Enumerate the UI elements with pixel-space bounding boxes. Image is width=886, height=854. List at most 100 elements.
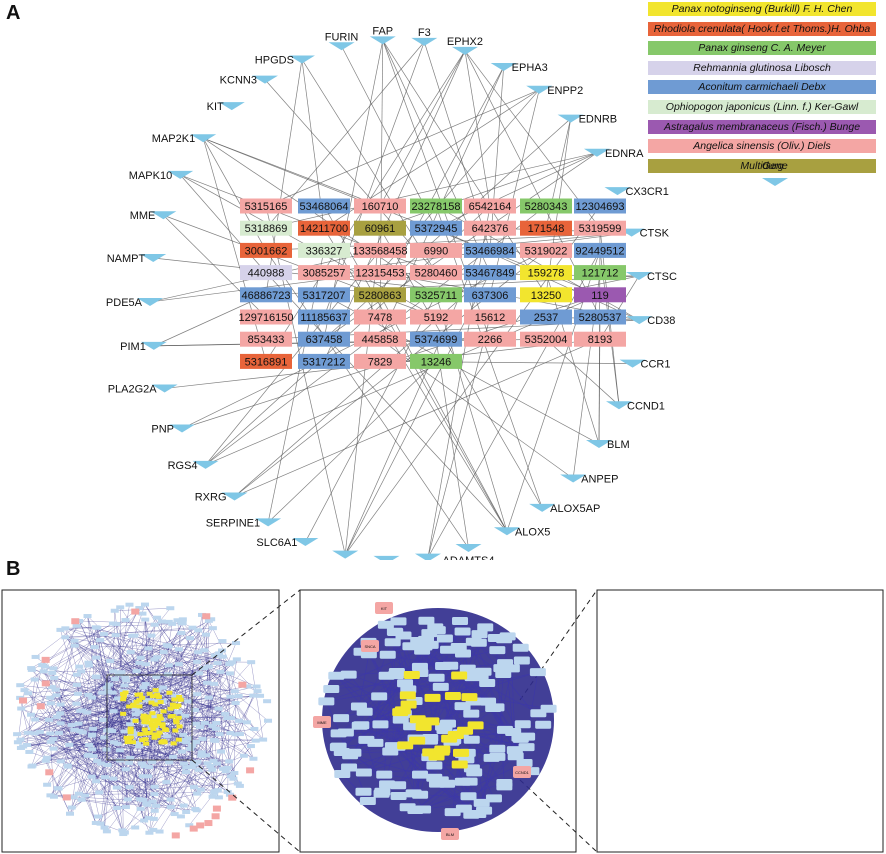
- ppi-node: [204, 664, 213, 669]
- ppi-node: [471, 630, 488, 639]
- ppi-node: [105, 682, 114, 687]
- ppi-node: [56, 721, 65, 726]
- ppi-node: [323, 684, 340, 693]
- ppi-node: [186, 747, 195, 752]
- zoom-region: [106, 674, 193, 761]
- ppi-node: [221, 711, 230, 716]
- ppi-node: [31, 717, 40, 722]
- ppi-node: [108, 690, 117, 695]
- gene-label: FURIN: [325, 31, 359, 43]
- compound-label: 3001662: [245, 245, 288, 257]
- ppi-edge: [19, 697, 28, 733]
- ppi-node: [99, 717, 108, 722]
- target-node: [19, 697, 28, 704]
- hub-node: [149, 694, 156, 699]
- compound-label: 637458: [306, 334, 343, 346]
- legend-item: Angelica sinensis (Oliv.) Diels: [648, 139, 876, 154]
- hub-node: [142, 720, 149, 725]
- gene-label: EPHA3: [512, 62, 548, 74]
- ppi-node: [87, 733, 96, 738]
- ppi-node: [153, 615, 162, 620]
- gene-legend-icon: [762, 178, 788, 186]
- ppi-node: [485, 794, 502, 803]
- ppi-node: [540, 704, 557, 713]
- ppi-node: [85, 663, 94, 668]
- ppi-edge: [175, 671, 221, 696]
- ppi-edge: [35, 625, 77, 658]
- hub-node: [157, 700, 164, 705]
- ppi-node: [208, 767, 217, 772]
- target-node: [41, 680, 50, 687]
- ppi-edge: [71, 690, 258, 808]
- legend-item: Aconitum carmichaeli Debx: [648, 80, 876, 95]
- ppi-node: [85, 743, 94, 748]
- ppi-node: [235, 783, 244, 788]
- hub-node: [159, 722, 166, 727]
- ppi-node: [149, 827, 158, 832]
- ppi-node: [17, 706, 26, 711]
- gene-label: PDE5A: [106, 297, 143, 309]
- ppi-node: [402, 642, 419, 651]
- ppi-node: [169, 754, 178, 759]
- ppi-node: [226, 731, 235, 736]
- ppi-node: [235, 732, 244, 737]
- gene-node-icon: [606, 401, 633, 410]
- gene-node-icon: [190, 134, 217, 143]
- ppi-node: [136, 655, 145, 660]
- ppi-node: [218, 639, 227, 644]
- ppi-node: [495, 670, 512, 679]
- gene-label: NAMPT: [107, 253, 146, 265]
- hub-node: [154, 721, 161, 726]
- gene-label: CTSK: [640, 228, 670, 240]
- gene-label: FAP: [372, 25, 393, 37]
- gene-node-icon: [586, 439, 613, 448]
- ppi-node: [223, 789, 232, 794]
- hub-node: [394, 706, 411, 715]
- ppi-node: [13, 732, 22, 737]
- compound-node: [240, 331, 292, 347]
- network-edge: [379, 50, 466, 207]
- ppi-node: [139, 797, 148, 802]
- ppi-node: [360, 650, 377, 659]
- ppi-node: [215, 732, 224, 737]
- ppi-node: [464, 673, 481, 682]
- ppi-node: [120, 683, 129, 688]
- compound-node: [410, 198, 462, 214]
- ppi-node: [116, 605, 125, 610]
- hub-node: [127, 730, 134, 735]
- ppi-edge: [20, 685, 170, 763]
- ppi-node: [428, 673, 445, 682]
- ppi-node: [199, 666, 208, 671]
- ppi-node: [250, 726, 259, 731]
- ppi-node: [192, 721, 201, 726]
- ppi-node: [56, 711, 65, 716]
- hub-node: [157, 716, 164, 721]
- ppi-edge: [200, 691, 258, 790]
- compound-label: 6542164: [469, 201, 512, 213]
- compound-label: 159278: [528, 268, 565, 280]
- ppi-node: [225, 759, 234, 764]
- ppi-node: [463, 735, 480, 744]
- compound-node: [574, 220, 626, 236]
- ppi-edge: [21, 619, 126, 709]
- ppi-node: [132, 669, 141, 674]
- ppi-node: [212, 721, 221, 726]
- ppi-node: [230, 771, 239, 776]
- hub-node: [132, 718, 139, 723]
- ppi-node: [452, 616, 469, 625]
- ppi-edge: [20, 633, 104, 686]
- hub-node: [155, 694, 162, 699]
- ppi-edge: [113, 635, 133, 672]
- ppi-node: [163, 672, 172, 677]
- ppi-edge: [50, 632, 182, 796]
- ppi-node: [141, 617, 150, 622]
- network-edge: [545, 338, 620, 406]
- compound-node: [520, 242, 572, 258]
- ppi-edge: [50, 635, 152, 796]
- gene-label: ALOX5AP: [550, 503, 600, 515]
- ppi-node: [144, 816, 153, 821]
- hub-node: [409, 736, 426, 745]
- compound-label: 53467849: [466, 268, 515, 280]
